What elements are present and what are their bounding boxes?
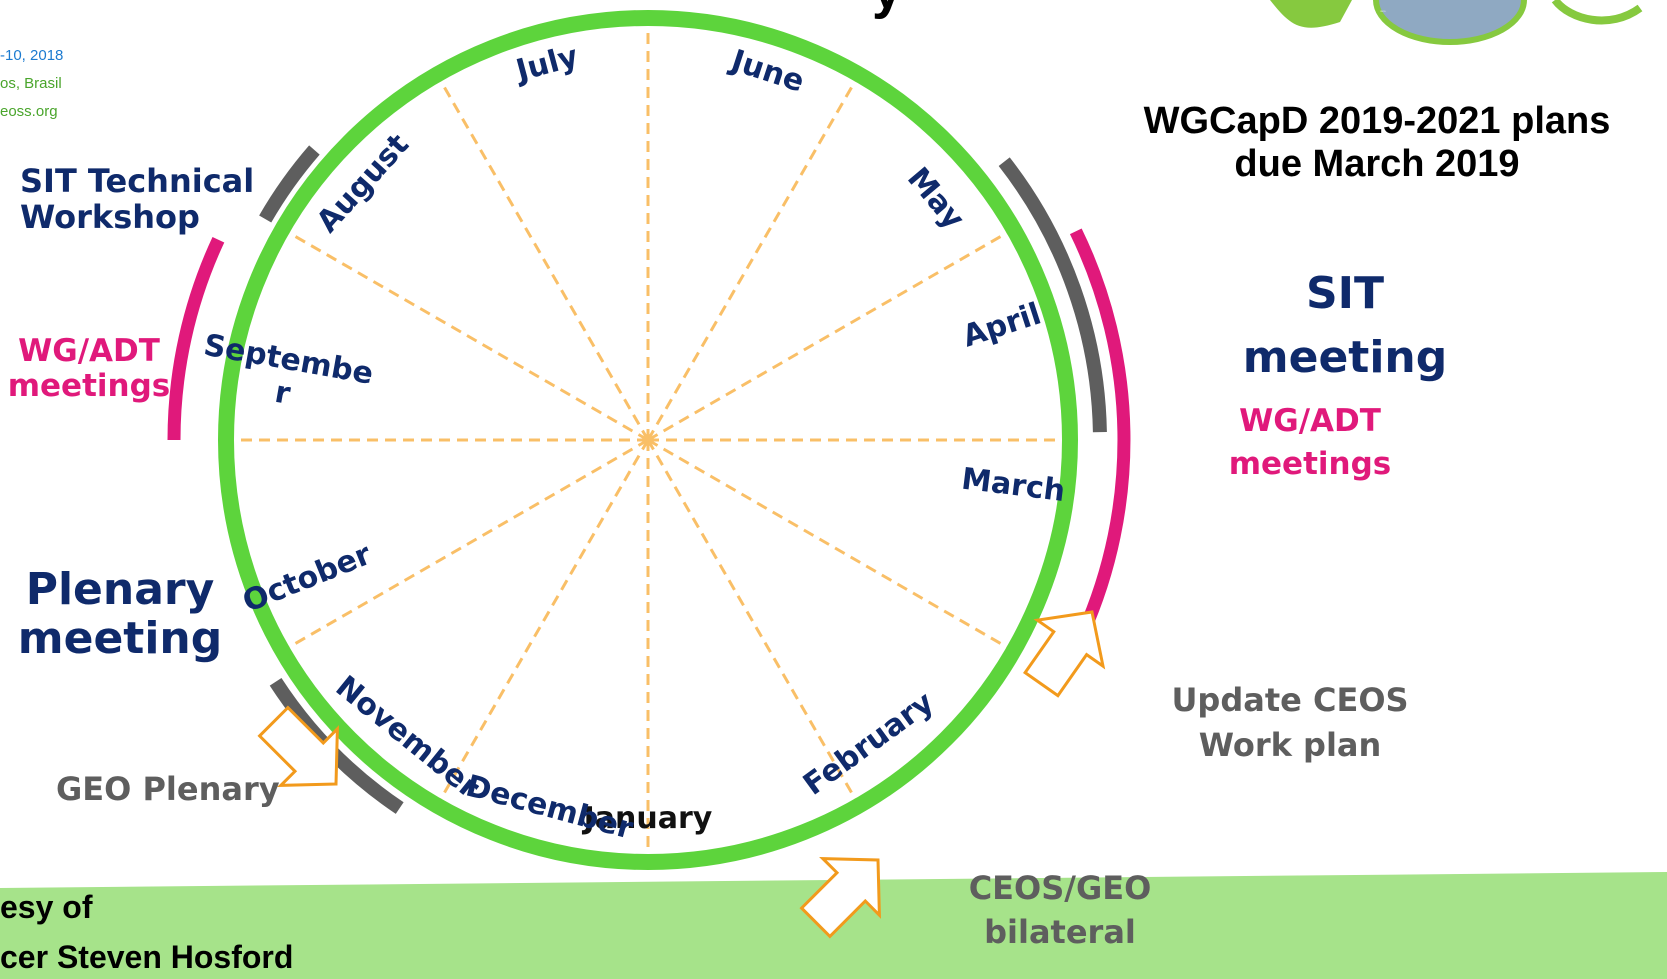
wgadt-right-bar [1069, 228, 1131, 637]
wgadt-left-bar [167, 236, 225, 441]
month-label-january: January [582, 801, 713, 836]
month-spoke [281, 438, 649, 653]
meeting-date: -10, 2018 [0, 47, 64, 64]
month-label-february: February [797, 684, 941, 802]
wgadt-left-label: WG/ADT meetings [7, 333, 171, 404]
courtesy-line-2: cer Steven Hosford [0, 939, 294, 975]
geo-plenary-label: GEO Plenary [56, 770, 280, 808]
plenary-label: Plenary meeting [17, 564, 223, 665]
month-spoke [281, 227, 649, 442]
month-spoke [435, 439, 650, 807]
month-label-april: April [958, 296, 1045, 354]
sit-workshop-bar [259, 145, 320, 223]
month-spoke [435, 73, 650, 441]
meeting-location: os, Brasil [0, 75, 62, 92]
month-spoke [646, 439, 861, 807]
event-bars [167, 145, 1131, 814]
year-ring [218, 10, 1078, 870]
month-label-august: August [310, 127, 416, 239]
logo-green-shape [1270, 0, 1352, 28]
update-work-plan-arrow [1023, 610, 1106, 698]
sit-meeting-label: SIT meeting [1242, 268, 1448, 383]
month-spoke [647, 227, 1015, 442]
month-spokes [226, 18, 1070, 862]
logo-globe [1373, 0, 1527, 45]
ceos-geo-bilateral-arrow [799, 857, 881, 939]
ceos-geo-bilateral-label: CEOS/GEO bilateral [968, 869, 1152, 952]
ceos-logo-fragment: CEOS [1270, 0, 1643, 45]
courtesy-line-1: esy of [0, 889, 93, 925]
wgcapd-note: WGCapD 2019-2021 plans due March 2019 [1143, 100, 1611, 185]
meeting-website: eoss.org [0, 103, 58, 120]
month-label-may: May [901, 161, 972, 236]
month-spoke [647, 438, 1015, 653]
month-spoke [646, 73, 861, 441]
event-arrows [257, 610, 1106, 939]
month-label-october: October [238, 536, 376, 619]
title-fragment: y [872, 0, 902, 20]
sit-workshop-label: SIT Technical Workshop [20, 162, 255, 236]
month-label-march: March [960, 461, 1068, 508]
logo-swoosh [1551, 0, 1643, 25]
geo-plenary-arrow [257, 705, 339, 787]
wgadt-right-label: WG/ADT meetings [1228, 403, 1392, 483]
logo-text: CEOS [1380, 11, 1386, 13]
sit-meeting-bar [998, 157, 1107, 433]
update-work-plan-label: Update CEOS Work plan [1171, 681, 1409, 764]
